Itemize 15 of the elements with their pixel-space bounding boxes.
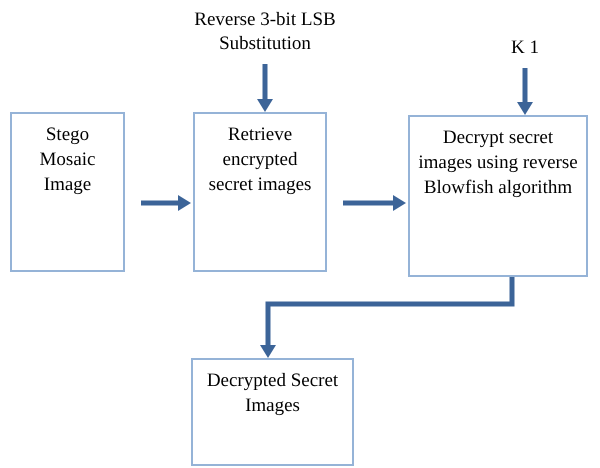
box-label: Retrieve encrypted secret images	[208, 123, 312, 197]
box-label: Decrypted Secret Images	[206, 369, 340, 418]
input-label: Reverse 3-bit LSB Substitution	[155, 8, 375, 62]
arrow	[343, 195, 406, 211]
arrow	[257, 64, 273, 112]
arrow	[260, 277, 514, 358]
box-label: Decrypt secret images using reverse Blowfish algorithm	[417, 126, 579, 200]
process-box	[193, 112, 327, 272]
process-box	[191, 358, 354, 466]
box-label: Stego Mosaic Image	[38, 123, 96, 197]
input-label: K 1	[490, 36, 560, 64]
arrow	[141, 195, 191, 211]
process-box	[10, 112, 125, 272]
process-box	[408, 115, 588, 277]
arrow	[517, 68, 533, 115]
